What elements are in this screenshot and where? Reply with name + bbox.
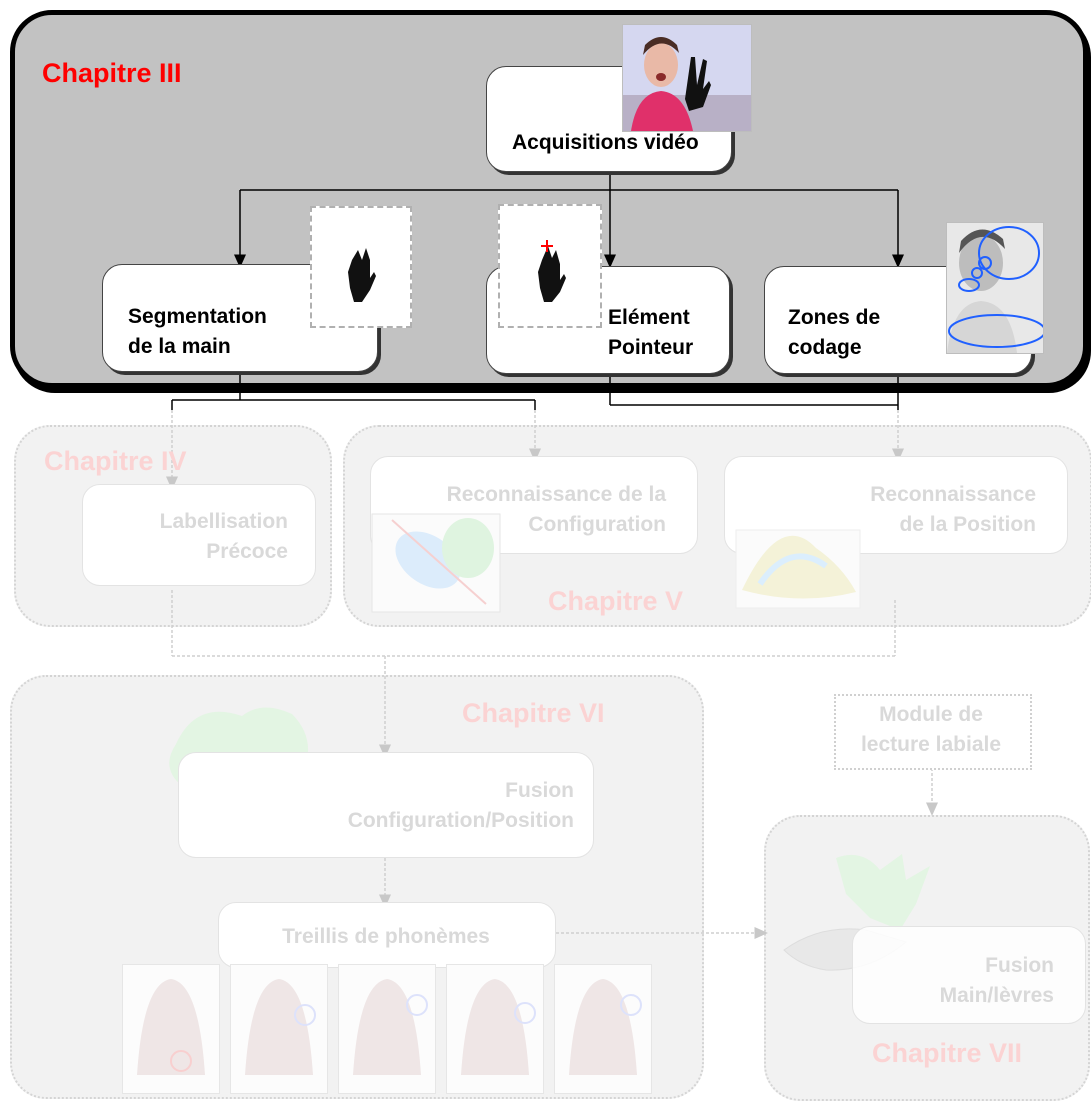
segmentation-mask-image <box>310 206 412 328</box>
fusion-hand-lips-label-line2: Main/lèvres <box>939 984 1054 1007</box>
lipreading-label-line2: lecture labiale <box>860 733 1002 756</box>
chapter-iii-label: Chapitre III <box>42 58 182 88</box>
acquisition-label: Acquisitions vidéo <box>512 131 699 154</box>
person-illustration <box>623 25 751 131</box>
coding-zones-image <box>946 222 1044 354</box>
zones-label-line1: Zones de <box>788 306 881 329</box>
labelling-box <box>82 484 316 586</box>
green-cluster <box>442 518 494 578</box>
zones-label-line2: codage <box>788 336 862 359</box>
position-recog-label-line2: de la Position <box>899 513 1036 536</box>
decision-line <box>391 519 487 605</box>
pointer-label-line1: Elément <box>608 306 690 329</box>
pointer-mask-image <box>498 204 602 328</box>
phoneme-frame-3 <box>338 964 436 1094</box>
config-recog-box <box>370 456 698 554</box>
segmentation-label-line1: Segmentation <box>128 305 267 328</box>
chapter-v-label: Chapitre V <box>548 586 684 616</box>
chapter-vi-label: Chapitre VI <box>462 698 605 728</box>
lipreading-box <box>834 694 1032 770</box>
chapter-iv-label: Chapitre IV <box>44 446 187 476</box>
pointer-label-line2: Pointeur <box>608 336 694 359</box>
phoneme-frame-2 <box>230 964 328 1094</box>
phoneme-frame-4 <box>446 964 544 1094</box>
config-recog-label-line2: Configuration <box>528 513 666 536</box>
lattice-label: Treillis de phonèmes <box>282 925 490 948</box>
hand-outline-thumb <box>836 854 930 930</box>
fusion-hand-lips-label-line1: Fusion <box>985 954 1054 977</box>
fusion-config-box <box>178 752 594 858</box>
hand-silhouette <box>348 248 376 302</box>
phoneme-frame-5 <box>554 964 652 1094</box>
video-frame-photo <box>622 24 752 132</box>
surface-plot <box>742 535 856 599</box>
labelling-label-line1: Labellisation <box>159 510 288 533</box>
segmentation-label-line2: de la main <box>128 335 231 358</box>
lipreading-label-line1: Module de <box>879 703 983 726</box>
fusion-config-label-line1: Fusion <box>505 779 574 802</box>
chapter-vii-label: Chapitre VII <box>872 1038 1023 1068</box>
fusion-config-label-line2: Configuration/Position <box>347 809 574 832</box>
labelling-label-line2: Précoce <box>206 540 288 563</box>
config-recog-label-line1: Reconnaissance de la <box>446 483 666 506</box>
phoneme-frame-1 <box>122 964 220 1094</box>
face-zones-illustration <box>947 223 1043 353</box>
fusion-hand-lips-box <box>852 926 1086 1024</box>
hand-with-pointer <box>538 240 566 302</box>
position-recog-label-line1: Reconnaissance <box>870 483 1036 506</box>
